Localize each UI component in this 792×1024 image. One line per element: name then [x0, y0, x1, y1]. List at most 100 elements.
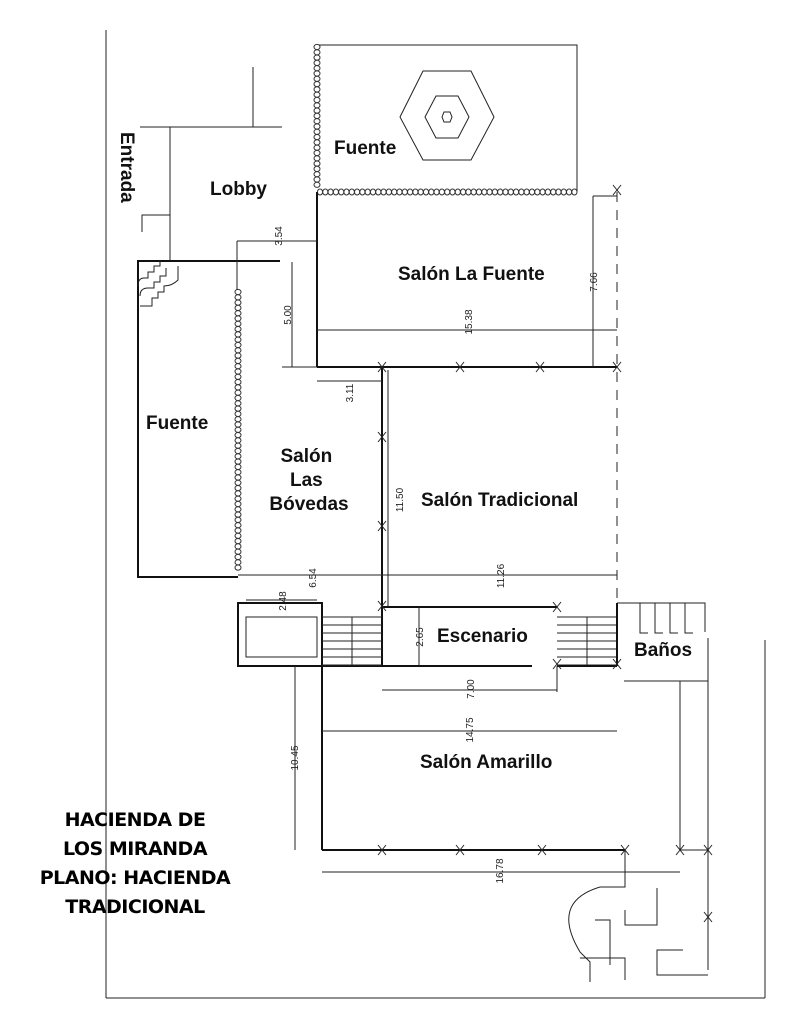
bead: [234, 288, 242, 296]
salon-la-fuente-walls: [316, 192, 618, 600]
bead: [313, 86, 321, 93]
column-x-icon: [537, 844, 547, 856]
bead: [234, 299, 242, 306]
dim-16-78: 16.78: [495, 858, 506, 883]
bead: [465, 188, 472, 196]
bead: [486, 188, 493, 196]
bead: [234, 426, 242, 433]
bead: [234, 447, 242, 455]
bead: [313, 112, 321, 120]
bead: [313, 102, 321, 109]
bead: [234, 331, 242, 338]
bead: [234, 500, 242, 508]
plan-title: HACIENDA DE LOS MIRANDA PLANO: HACIENDA …: [40, 809, 232, 918]
bead: [313, 171, 321, 178]
bead: [234, 485, 242, 492]
bead: [234, 453, 242, 460]
column-x-icon: [620, 844, 630, 856]
bead: [313, 49, 321, 56]
column-x-icon: [377, 361, 387, 373]
bead: [518, 188, 525, 196]
title-line-1: HACIENDA DE: [65, 809, 206, 831]
bead: [433, 188, 440, 196]
bead: [438, 188, 445, 196]
bead: [234, 294, 242, 301]
bead: [234, 490, 242, 497]
bead: [391, 188, 398, 196]
bovedas-line-1: Salón: [280, 446, 332, 467]
bead: [412, 188, 419, 196]
bovedas-line-3: Bóvedas: [269, 494, 348, 515]
bead: [313, 155, 321, 162]
page-frame: [105, 30, 766, 999]
bead: [313, 144, 321, 151]
bead: [313, 118, 321, 125]
room-label-escenario: Escenario: [437, 626, 528, 647]
room-label-salon-tradicional: Salón Tradicional: [421, 490, 578, 511]
hexagon-fountain-icon: [399, 70, 495, 161]
bead: [234, 543, 242, 550]
bead: [234, 315, 242, 322]
column-x-icon: [552, 601, 562, 613]
bead: [234, 320, 242, 327]
bead: [375, 188, 382, 196]
column-x-icon: [377, 431, 387, 443]
bead: [234, 384, 242, 391]
bead: [234, 442, 242, 449]
bead: [234, 522, 242, 529]
dimension-labels: 3.54 5.00 7.66 15.38 3.11 11.50 6.54 11.…: [274, 226, 600, 884]
bead: [313, 134, 321, 141]
bead: [234, 495, 242, 502]
bead: [369, 188, 377, 196]
bead: [234, 310, 242, 317]
bead-border: [313, 43, 578, 196]
bead: [313, 165, 321, 172]
bead: [313, 96, 321, 104]
title-line-2: LOS MIRANDA: [63, 838, 208, 860]
dim-7-66: 7.66: [589, 272, 600, 292]
bead: [313, 107, 321, 114]
room-label-entrada: Entrada: [116, 132, 137, 203]
column-markers: [377, 184, 713, 923]
bead: [313, 128, 321, 135]
dim-6-54: 6.54: [308, 568, 319, 588]
bead: [502, 188, 509, 196]
bead: [313, 149, 321, 157]
dim-5-00: 5.00: [283, 305, 294, 325]
bead: [234, 410, 242, 417]
bead: [491, 188, 498, 196]
bead: [359, 188, 366, 196]
bead: [234, 553, 242, 561]
bead: [555, 188, 562, 196]
bead: [327, 188, 334, 196]
dim-2-65: 2.65: [415, 627, 426, 647]
bead: [313, 43, 321, 51]
bead: [234, 357, 242, 364]
dim-3-54: 3.54: [274, 226, 285, 246]
bead: [454, 188, 461, 196]
dim-10-45: 10.45: [290, 745, 301, 770]
room-label-lobby: Lobby: [210, 179, 267, 200]
column-x-icon: [377, 844, 387, 856]
bead: [338, 188, 345, 196]
column-x-icon: [535, 361, 545, 373]
room-label-fuente-top: Fuente: [334, 138, 396, 159]
bead: [234, 458, 242, 465]
bead: [523, 188, 530, 196]
bead: [396, 188, 403, 196]
bead: [354, 188, 361, 196]
bead: [422, 188, 430, 196]
bead: [234, 474, 242, 481]
bead: [234, 421, 242, 428]
column-x-icon: [612, 184, 622, 196]
bead: [544, 188, 552, 196]
bead: [234, 416, 242, 423]
bead: [364, 188, 371, 196]
room-label-salon-amarillo: Salón Amarillo: [420, 752, 552, 773]
bead: [507, 188, 514, 196]
fuente-left-walls: [137, 260, 280, 578]
bead: [313, 65, 321, 72]
bead: [234, 432, 242, 439]
bead: [234, 516, 242, 524]
